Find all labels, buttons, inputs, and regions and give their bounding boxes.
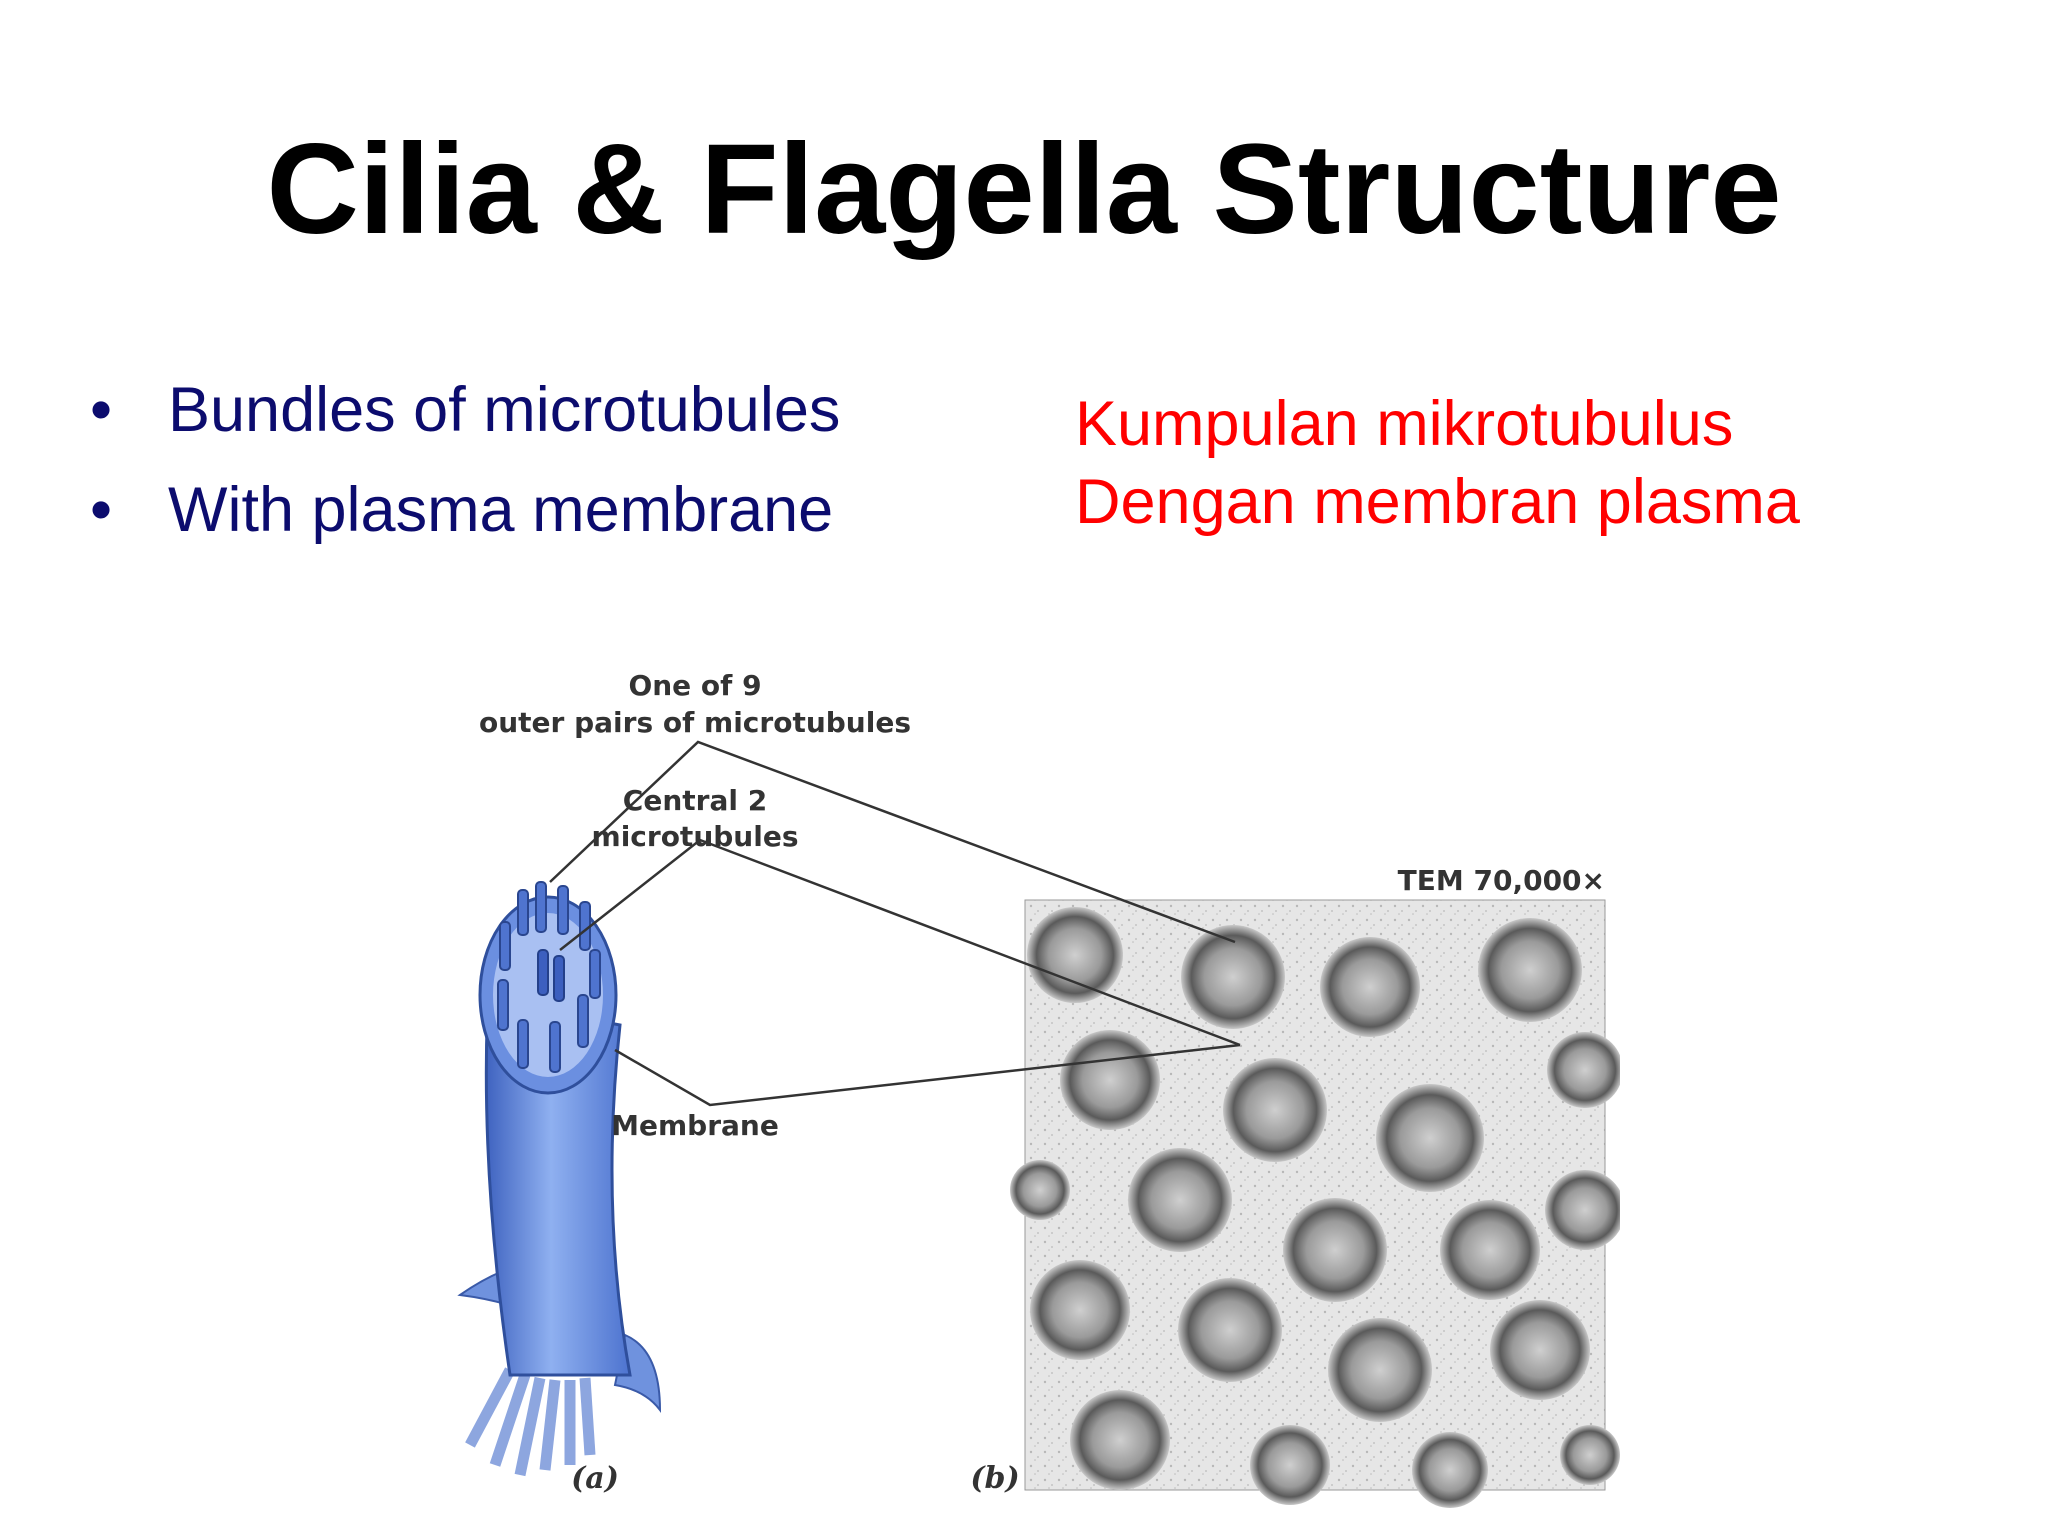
bullet-text: With plasma membrane <box>168 475 834 545</box>
panel-a-label: (a) <box>571 1461 619 1496</box>
translation-line-2: Dengan membran plasma <box>1075 467 1800 537</box>
outer-doublets <box>497 881 601 1073</box>
bullet-item: • Bundles of microtubules <box>90 360 840 460</box>
magnification-label: TEM 70,000× <box>1398 864 1605 897</box>
base-microtubules <box>465 1367 596 1477</box>
cilia-figure: One of 9 outer pairs of microtubules Cen… <box>440 650 1625 1510</box>
axoneme-cross-sections <box>1010 907 1625 1508</box>
cilium-illustration <box>457 881 662 1477</box>
bullet-list: • Bundles of microtubules • With plasma me… <box>90 360 840 560</box>
tem-micrograph <box>1010 899 1625 1508</box>
bullet-marker: • <box>90 375 113 445</box>
central-pair <box>537 949 565 1002</box>
bullet-item: • With plasma membrane <box>90 460 840 560</box>
label-central-line1: Central 2 <box>623 784 767 817</box>
bullet-text: Bundles of microtubules <box>168 375 841 445</box>
leader-lines <box>549 740 1241 1107</box>
label-outer-line2: outer pairs of microtubules <box>479 706 911 739</box>
slide-title: Cilia & Flagella Structure <box>266 118 1782 261</box>
label-central-line2: microtubules <box>592 820 799 853</box>
panel-b-label: (b) <box>970 1461 1019 1496</box>
bullet-marker: • <box>90 475 113 545</box>
label-outer-line1: One of 9 <box>628 669 761 702</box>
label-membrane: Membrane <box>611 1109 779 1142</box>
translation-line-1: Kumpulan mikrotubulus <box>1075 389 1734 459</box>
cilia-figure-svg: One of 9 outer pairs of microtubules Cen… <box>457 669 1625 1508</box>
translation-block: Kumpulan mikrotubulus Dengan membran pla… <box>1075 385 1800 541</box>
